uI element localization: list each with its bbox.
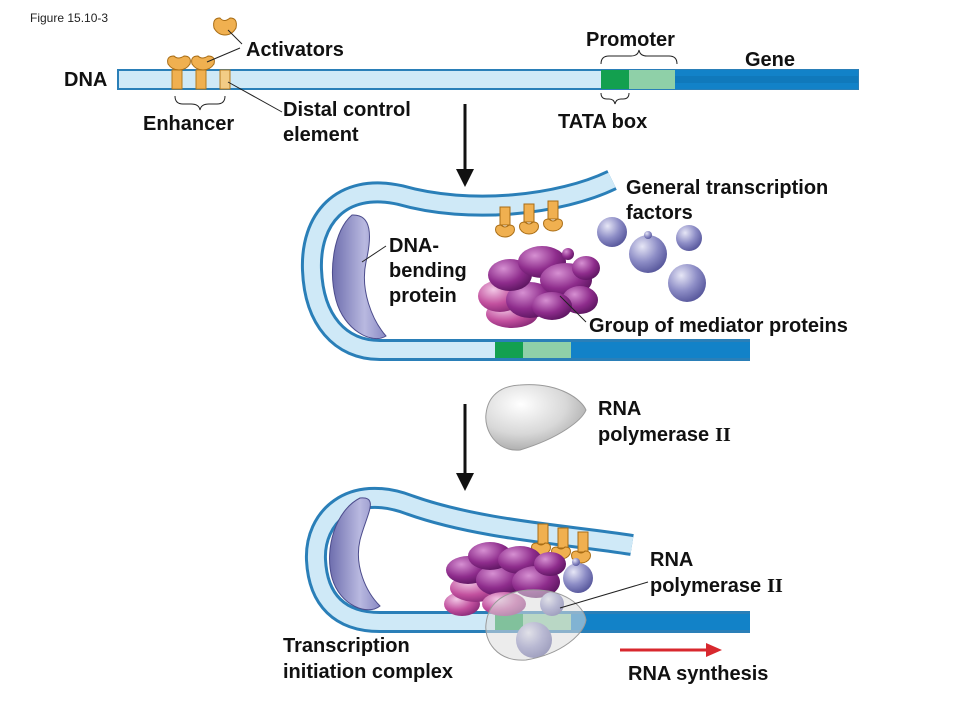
rna-polymerase-ii [485, 384, 587, 451]
dna-bending-protein [332, 214, 387, 340]
rna-synthesis-arrowhead [706, 643, 722, 657]
figure-label: Figure 15.10-3 [30, 11, 108, 25]
tata-box-segment [601, 70, 629, 89]
activator-protein [495, 206, 515, 238]
tata-bracket [600, 92, 630, 105]
distal-control-label-line1: Distal control [283, 99, 411, 121]
general-transcription-factors [597, 217, 706, 302]
promoter-label: Promoter [586, 29, 675, 51]
enhancer-bracket [174, 95, 226, 111]
promoter-segment [629, 70, 675, 89]
rna-synthesis-label: RNA synthesis [628, 663, 768, 685]
dna-bending-label-line2: bending [389, 260, 467, 282]
tata-box-label: TATA box [558, 111, 647, 133]
tata-box-segment [495, 342, 523, 358]
promoter-segment [523, 342, 571, 358]
tic-label-line1: Transcription [283, 635, 410, 657]
enhancer-element [195, 69, 207, 90]
enhancer-element [171, 69, 183, 90]
promoter-bracket [600, 49, 678, 65]
distal-control-element [219, 69, 231, 90]
activator-protein-free [213, 17, 237, 36]
activator-protein [167, 55, 191, 71]
distal-control-label-line2: element [283, 124, 359, 146]
activators-label: Activators [246, 39, 344, 61]
gene-label: Gene [745, 49, 795, 71]
gene-segment [571, 614, 750, 630]
gtf-label-line2: factors [626, 202, 693, 224]
rna-polymerase-ii-bound [485, 589, 587, 661]
dna-bending-protein [329, 497, 381, 611]
gtf-label-line1: General transcription [626, 177, 828, 199]
rna-pol-label-line1: RNA [598, 398, 641, 420]
panel-2: General transcription factors DNA- bendi… [300, 170, 848, 451]
dna-bending-label-line1: DNA- [389, 235, 439, 257]
dna-bending-label-line3: protein [389, 285, 457, 307]
dna-label: DNA [64, 69, 107, 91]
rna-pol-label-line1: RNA [650, 549, 693, 571]
activator-protein [551, 527, 571, 560]
activator-protein [519, 203, 539, 235]
mediator-proteins [478, 246, 600, 328]
activator-protein [543, 200, 563, 232]
enhancer-label: Enhancer [143, 113, 234, 135]
gene-segment [571, 342, 750, 358]
activator-protein [191, 55, 215, 71]
panel-1: Activators DNA Enhancer Distal control e… [64, 17, 859, 146]
mediator-label: Group of mediator proteins [589, 315, 848, 337]
tic-label-line2: initiation complex [283, 661, 453, 683]
dna-loop [303, 172, 750, 358]
